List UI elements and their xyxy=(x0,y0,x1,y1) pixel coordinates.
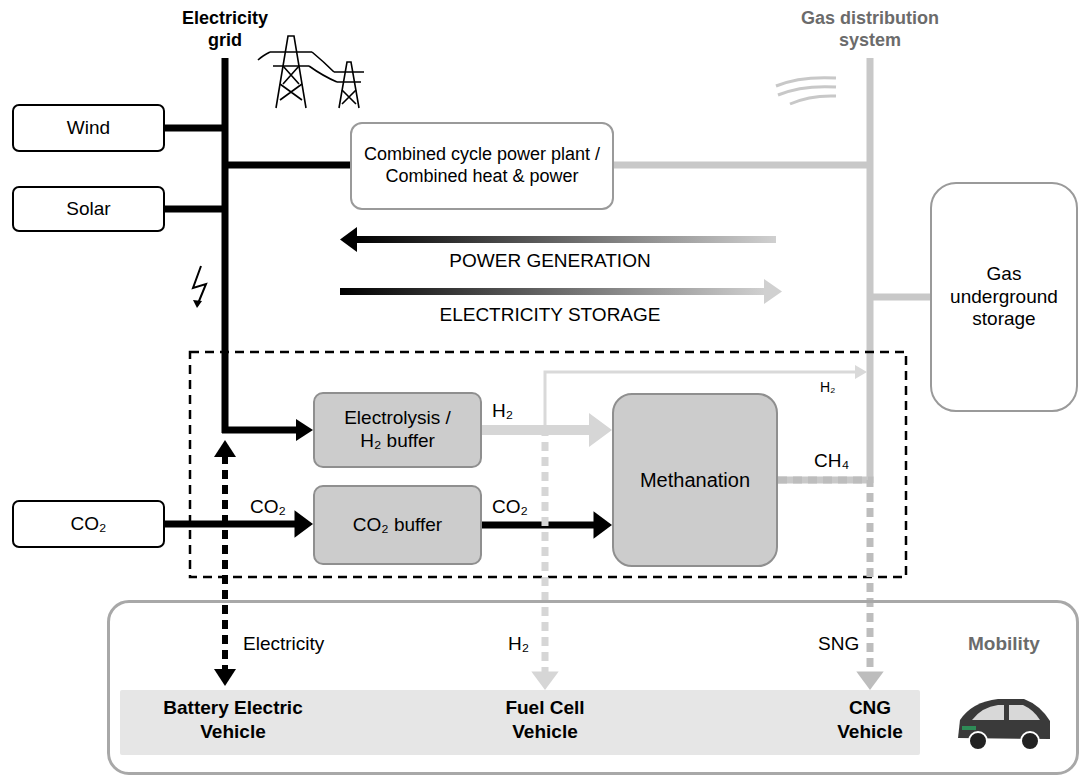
flow-line xyxy=(165,521,297,528)
source-box: Wind xyxy=(12,104,165,152)
node-label: Wind xyxy=(67,117,110,140)
flow-label: H₂ xyxy=(490,400,515,423)
plant-gas-link xyxy=(612,162,873,169)
plant-grid-link xyxy=(222,162,352,169)
bus-title: Electricity grid xyxy=(165,8,285,51)
node-label: CO₂ buffer xyxy=(353,514,442,537)
vehicle-band: Battery Electric Vehicle Fuel Cell Vehicl… xyxy=(120,690,920,755)
electricity-storage-arrow xyxy=(340,288,765,295)
arrow-head xyxy=(594,511,613,538)
storage-box: Gas underground storage xyxy=(930,182,1078,412)
bus-title: Gas distribution system xyxy=(790,8,950,51)
flow-label: SNG xyxy=(816,633,861,656)
arrow-head xyxy=(856,672,883,691)
flow-caption: POWER GENERATION xyxy=(340,250,760,273)
process-box: Electrolysis / H₂ buffer xyxy=(313,392,482,468)
flow-label: Electricity xyxy=(243,633,324,656)
flow-caption: ELECTRICITY STORAGE xyxy=(335,304,765,327)
node-label: CNG Vehicle xyxy=(820,696,920,744)
plant-box: Combined cycle power plant / Combined he… xyxy=(350,122,614,210)
arrow-head xyxy=(296,419,313,441)
flow-line xyxy=(482,522,596,529)
flow-line xyxy=(482,430,545,674)
arrow-head xyxy=(855,365,867,379)
flow-arrow xyxy=(482,430,559,690)
car-icon xyxy=(958,699,1050,750)
node-label: Gas underground storage xyxy=(939,263,1069,331)
power-generation-arrow xyxy=(356,236,776,243)
source-box: CO₂ xyxy=(12,500,165,548)
node-label: Battery Electric Vehicle xyxy=(148,696,318,744)
storage-gas-link xyxy=(867,294,932,301)
electricity-supply-line xyxy=(222,455,228,671)
node-label: Electrolysis / H₂ buffer xyxy=(335,407,460,453)
pylon-icon xyxy=(258,36,364,108)
flow-label: H₂ xyxy=(820,379,836,396)
process-box: CO₂ buffer xyxy=(313,485,482,565)
node-label: Solar xyxy=(66,198,110,221)
solar-feed xyxy=(165,206,228,213)
arrow-head xyxy=(589,413,612,447)
grid-to-electrolysis xyxy=(222,427,297,434)
grid-bus xyxy=(222,58,229,433)
lightning-tip xyxy=(193,300,202,308)
arrow-head xyxy=(340,227,357,252)
flow-label: CO₂ xyxy=(248,496,288,519)
node-label: CO₂ xyxy=(71,513,107,536)
node-label: Combined cycle power plant / Combined he… xyxy=(359,144,605,187)
arrow-head xyxy=(295,510,314,537)
wind-feed xyxy=(165,125,228,132)
node-label: Fuel Cell Vehicle xyxy=(485,696,605,744)
gas-network-icon xyxy=(776,78,836,104)
arrow-head xyxy=(214,440,236,457)
source-box: Solar xyxy=(12,186,165,232)
flow-arrow xyxy=(165,510,313,537)
flow-label: H₂ xyxy=(506,633,531,656)
flow-line xyxy=(778,480,870,674)
flow-arrow xyxy=(778,480,884,690)
flow-label: CO₂ xyxy=(490,496,530,519)
flow-label: CH₄ xyxy=(814,450,849,473)
gas-bus xyxy=(867,58,874,483)
node-label: Mobility xyxy=(968,632,1078,656)
arrow-head xyxy=(764,279,782,304)
process-box: Methanation xyxy=(612,393,778,567)
lightning-symbol xyxy=(193,266,206,306)
arrow-head xyxy=(531,672,558,691)
mobility-panel: MobilityBattery Electric Vehicle Fuel Cel… xyxy=(107,600,1079,775)
arrow-head xyxy=(214,669,236,686)
node-label: Methanation xyxy=(640,468,750,492)
